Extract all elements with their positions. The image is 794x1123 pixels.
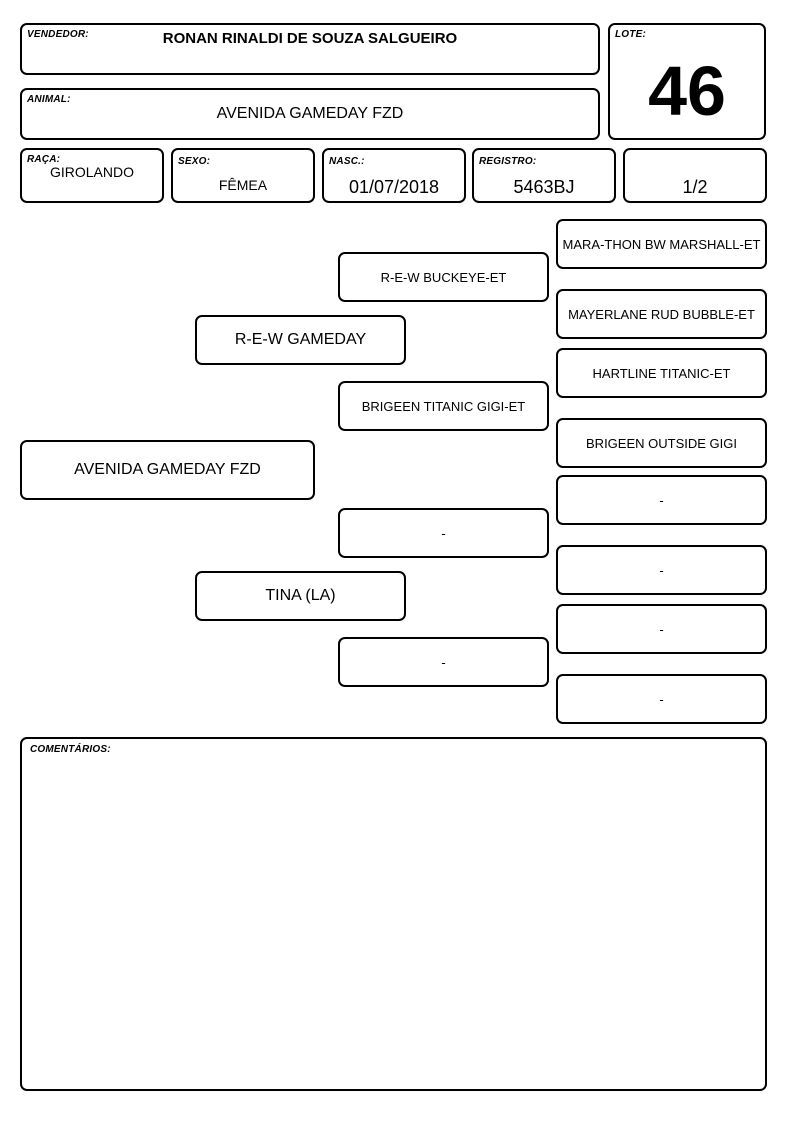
pedigree-dam: TINA (LA)	[195, 571, 406, 621]
raca-label: RAÇA:	[27, 154, 61, 165]
lote-label: LOTE:	[615, 29, 646, 40]
animal-box: ANIMAL: AVENIDA GAMEDAY FZD	[20, 88, 600, 140]
pedigree-dds-name: -	[659, 621, 664, 637]
comments-box: COMENTÁRIOS:	[20, 737, 767, 1091]
pedigree-sire-name: R-E-W GAMEDAY	[234, 331, 367, 348]
sexo-value: FÊMEA	[218, 177, 268, 193]
vendedor-value: RONAN RINALDI DE SOUZA SALGUEIRO	[162, 30, 458, 47]
animal-value: AVENIDA GAMEDAY FZD	[216, 105, 404, 122]
nasc-value: 01/07/2018	[348, 177, 440, 197]
lote-box: LOTE: 46	[608, 23, 766, 140]
pedigree-dds: -	[556, 604, 767, 654]
pedigree-dam-sire-name: -	[441, 525, 446, 541]
pedigree-sire-dam: BRIGEEN TITANIC GIGI-ET	[338, 381, 549, 431]
nasc-label: NASC.:	[329, 156, 365, 167]
pedigree-ddd-name: -	[659, 691, 664, 707]
grau-box: 1/2	[623, 148, 767, 203]
sexo-box: SEXO: FÊMEA	[171, 148, 315, 203]
pedigree-ssd: MAYERLANE RUD BUBBLE-ET	[556, 289, 767, 339]
pedigree-dam-dam-name: -	[441, 654, 446, 670]
vendedor-box: VENDEDOR: RONAN RINALDI DE SOUZA SALGUEI…	[20, 23, 600, 75]
pedigree-sdd: BRIGEEN OUTSIDE GIGI	[556, 418, 767, 468]
pedigree-dam-name: TINA (LA)	[265, 587, 336, 604]
pedigree-ddd: -	[556, 674, 767, 724]
registro-label: REGISTRO:	[479, 156, 537, 167]
pedigree-sss-name: MARA-THON BW MARSHALL-ET	[562, 236, 761, 252]
nasc-box: NASC.: 01/07/2018	[322, 148, 466, 203]
pedigree-sds: HARTLINE TITANIC-ET	[556, 348, 767, 398]
pedigree-dss: -	[556, 475, 767, 525]
pedigree-sire-sire: R-E-W BUCKEYE-ET	[338, 252, 549, 302]
grau-value: 1/2	[682, 177, 708, 197]
pedigree-dsd-name: -	[659, 562, 664, 578]
pedigree-sire-sire-name: R-E-W BUCKEYE-ET	[380, 269, 507, 285]
pedigree-dam-dam: -	[338, 637, 549, 687]
pedigree-sire-dam-name: BRIGEEN TITANIC GIGI-ET	[361, 398, 526, 414]
animal-label: ANIMAL:	[27, 94, 71, 105]
raca-box: RAÇA: GIROLANDO	[20, 148, 164, 203]
raca-value: GIROLANDO	[49, 164, 134, 180]
sexo-label: SEXO:	[178, 156, 211, 167]
registro-value: 5463BJ	[513, 177, 575, 197]
pedigree-dam-sire: -	[338, 508, 549, 558]
pedigree-sdd-name: BRIGEEN OUTSIDE GIGI	[586, 435, 737, 451]
pedigree-animal-name: AVENIDA GAMEDAY FZD	[74, 461, 261, 478]
pedigree-dss-name: -	[659, 492, 664, 508]
pedigree-animal: AVENIDA GAMEDAY FZD	[20, 440, 315, 500]
pedigree-sss: MARA-THON BW MARSHALL-ET	[556, 219, 767, 269]
pedigree-dsd: -	[556, 545, 767, 595]
pedigree-ssd-name: MAYERLANE RUD BUBBLE-ET	[568, 306, 755, 322]
pedigree-sds-name: HARTLINE TITANIC-ET	[592, 365, 731, 381]
lote-number: 46	[648, 52, 726, 130]
registro-box: REGISTRO: 5463BJ	[472, 148, 616, 203]
pedigree-sire: R-E-W GAMEDAY	[195, 315, 406, 365]
vendedor-label: VENDEDOR:	[27, 29, 89, 40]
comments-label: COMENTÁRIOS:	[30, 744, 111, 755]
